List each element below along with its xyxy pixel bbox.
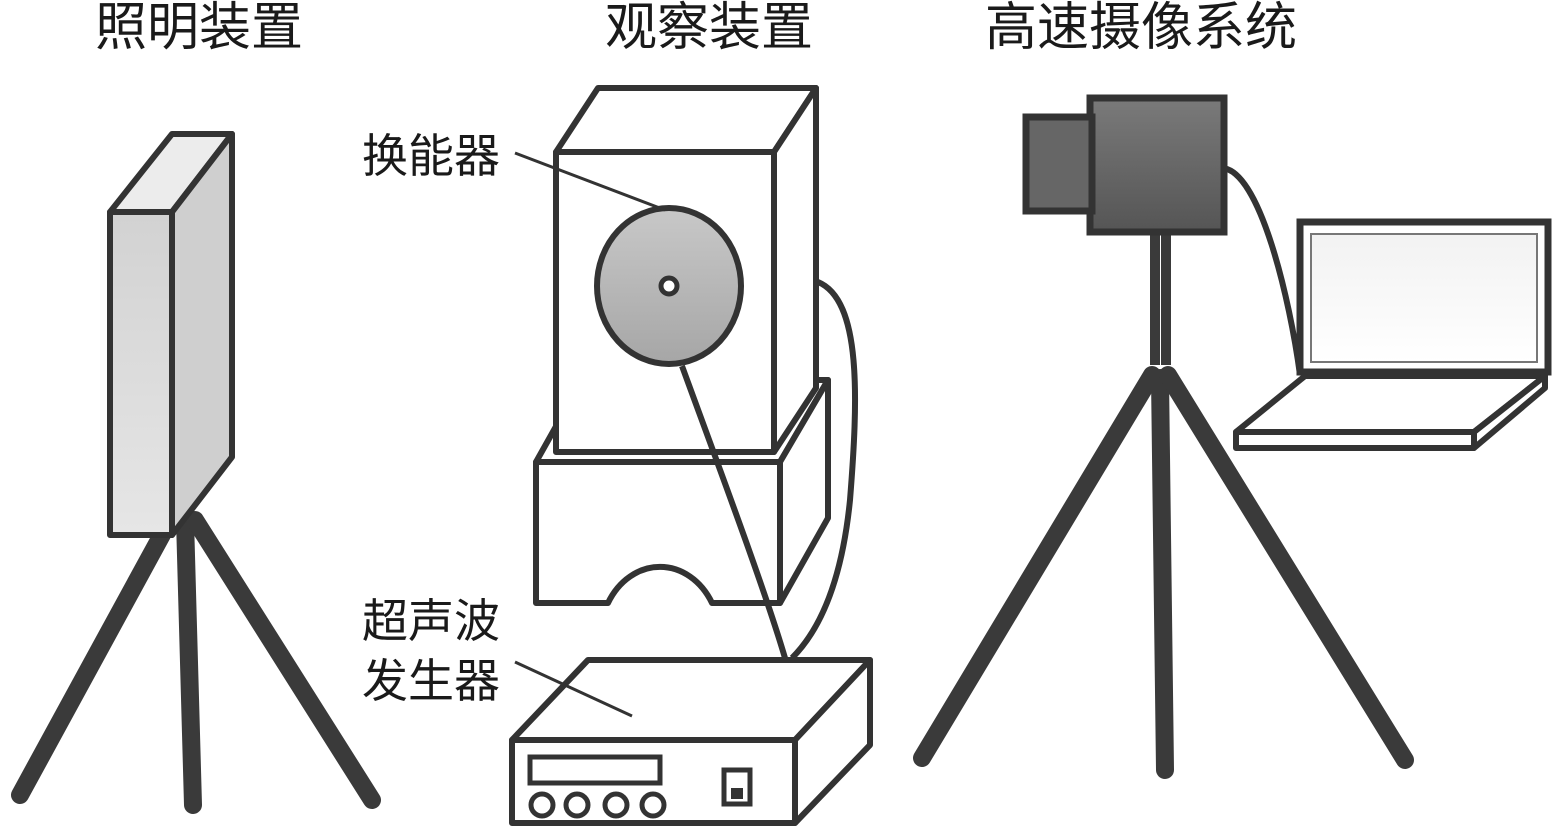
transducer-label: 换能器 <box>362 129 500 183</box>
camera-system <box>913 94 1552 779</box>
transducer-cable <box>679 364 788 659</box>
transducer-disc <box>594 205 744 367</box>
observation-title: 观察装置 <box>605 0 813 58</box>
generator-knobs <box>528 791 667 819</box>
generator-leader <box>514 660 633 718</box>
lighting-device <box>11 131 381 814</box>
generator-display <box>527 754 663 786</box>
observation-device <box>533 85 858 661</box>
tank-cable <box>789 279 858 661</box>
camera-tripod <box>913 225 1414 779</box>
lighting-title: 照明装置 <box>95 0 303 58</box>
lamp-panel <box>107 131 235 538</box>
camera-system-title: 高速摄像系统 <box>985 0 1297 58</box>
camera-cable <box>1221 165 1303 376</box>
laptop <box>1233 218 1552 451</box>
generator-label-line1: 超声波 <box>362 594 500 648</box>
high-speed-camera <box>1022 94 1228 236</box>
lighting-tripod <box>11 511 381 814</box>
power-switch <box>721 767 753 807</box>
ultrasonic-generator <box>509 657 873 826</box>
transducer-leader <box>514 151 666 212</box>
water-tank <box>553 85 819 455</box>
generator-label-line2: 发生器 <box>362 654 500 708</box>
